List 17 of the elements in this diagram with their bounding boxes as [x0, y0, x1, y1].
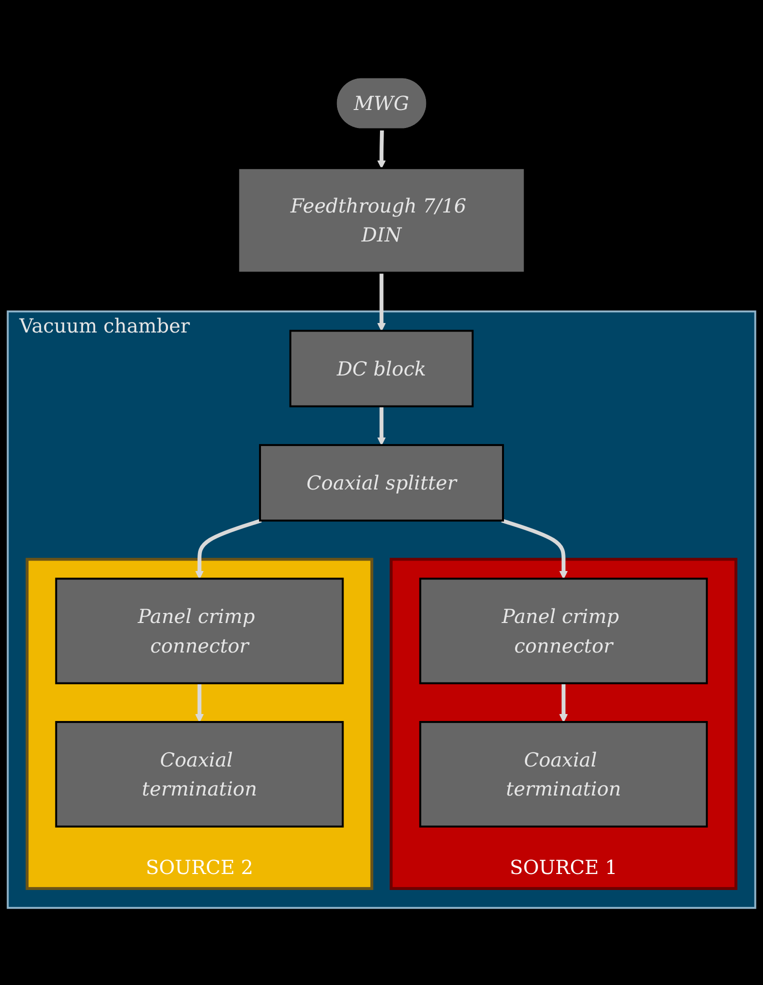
node-box [55, 578, 344, 684]
node-box [259, 444, 504, 522]
cluster [6, 310, 756, 909]
cluster [26, 558, 374, 890]
arrow [377, 406, 386, 446]
arrow [377, 130, 386, 169]
arrow [559, 683, 568, 722]
arrow [195, 518, 262, 580]
node-box [237, 167, 526, 274]
node-box [419, 721, 708, 828]
node-box [55, 721, 344, 828]
arrow [195, 683, 204, 722]
arrow [377, 272, 386, 332]
arrow [501, 518, 568, 580]
node-box [289, 330, 474, 408]
node-box [419, 578, 708, 684]
cluster [390, 558, 738, 890]
